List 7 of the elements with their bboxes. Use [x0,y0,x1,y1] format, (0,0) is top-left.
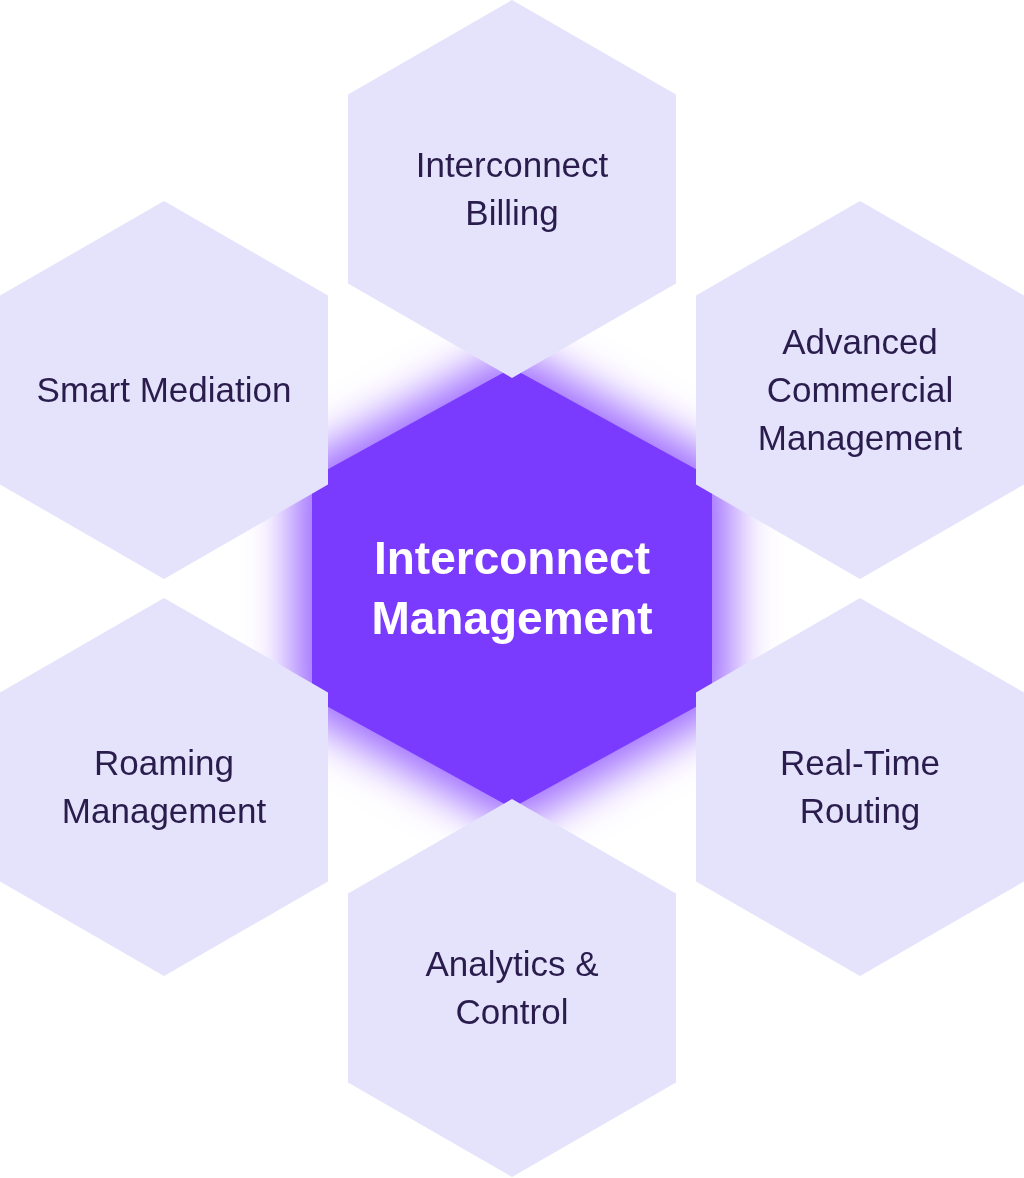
hexagon-label: Real-Time Routing [778,742,942,832]
central-hexagon-label: Interconnect Management [370,531,654,646]
hexagon-label: Roaming Management [60,742,268,832]
hexagon-label: Advanced Commercial Management [756,321,964,459]
hexagon-label: Analytics & Control [424,943,600,1033]
hexagon-label: Smart Mediation [36,369,292,411]
hexagon-label: Interconnect Billing [414,144,610,234]
